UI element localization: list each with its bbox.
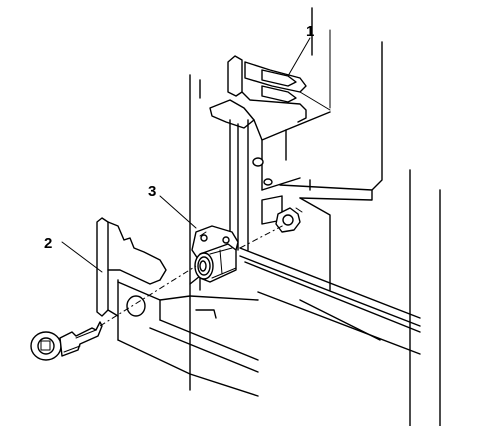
callout-2-label: 2 <box>44 235 52 252</box>
callout-1-label: 1 <box>306 23 314 40</box>
callout-3-label: 3 <box>148 183 156 200</box>
callout-2-leader <box>61 241 103 273</box>
callout-3-leader <box>159 195 197 229</box>
key <box>30 321 103 361</box>
callout-1-leader <box>287 37 311 77</box>
lock-cylinder-assembly <box>191 225 239 283</box>
door-inner-panel <box>189 7 441 426</box>
lock-actuator-pivot <box>275 207 303 233</box>
latch-bracket <box>209 55 331 261</box>
assembly-axis-line-lower <box>99 265 197 327</box>
assembly-axis-line-upper <box>239 223 287 249</box>
